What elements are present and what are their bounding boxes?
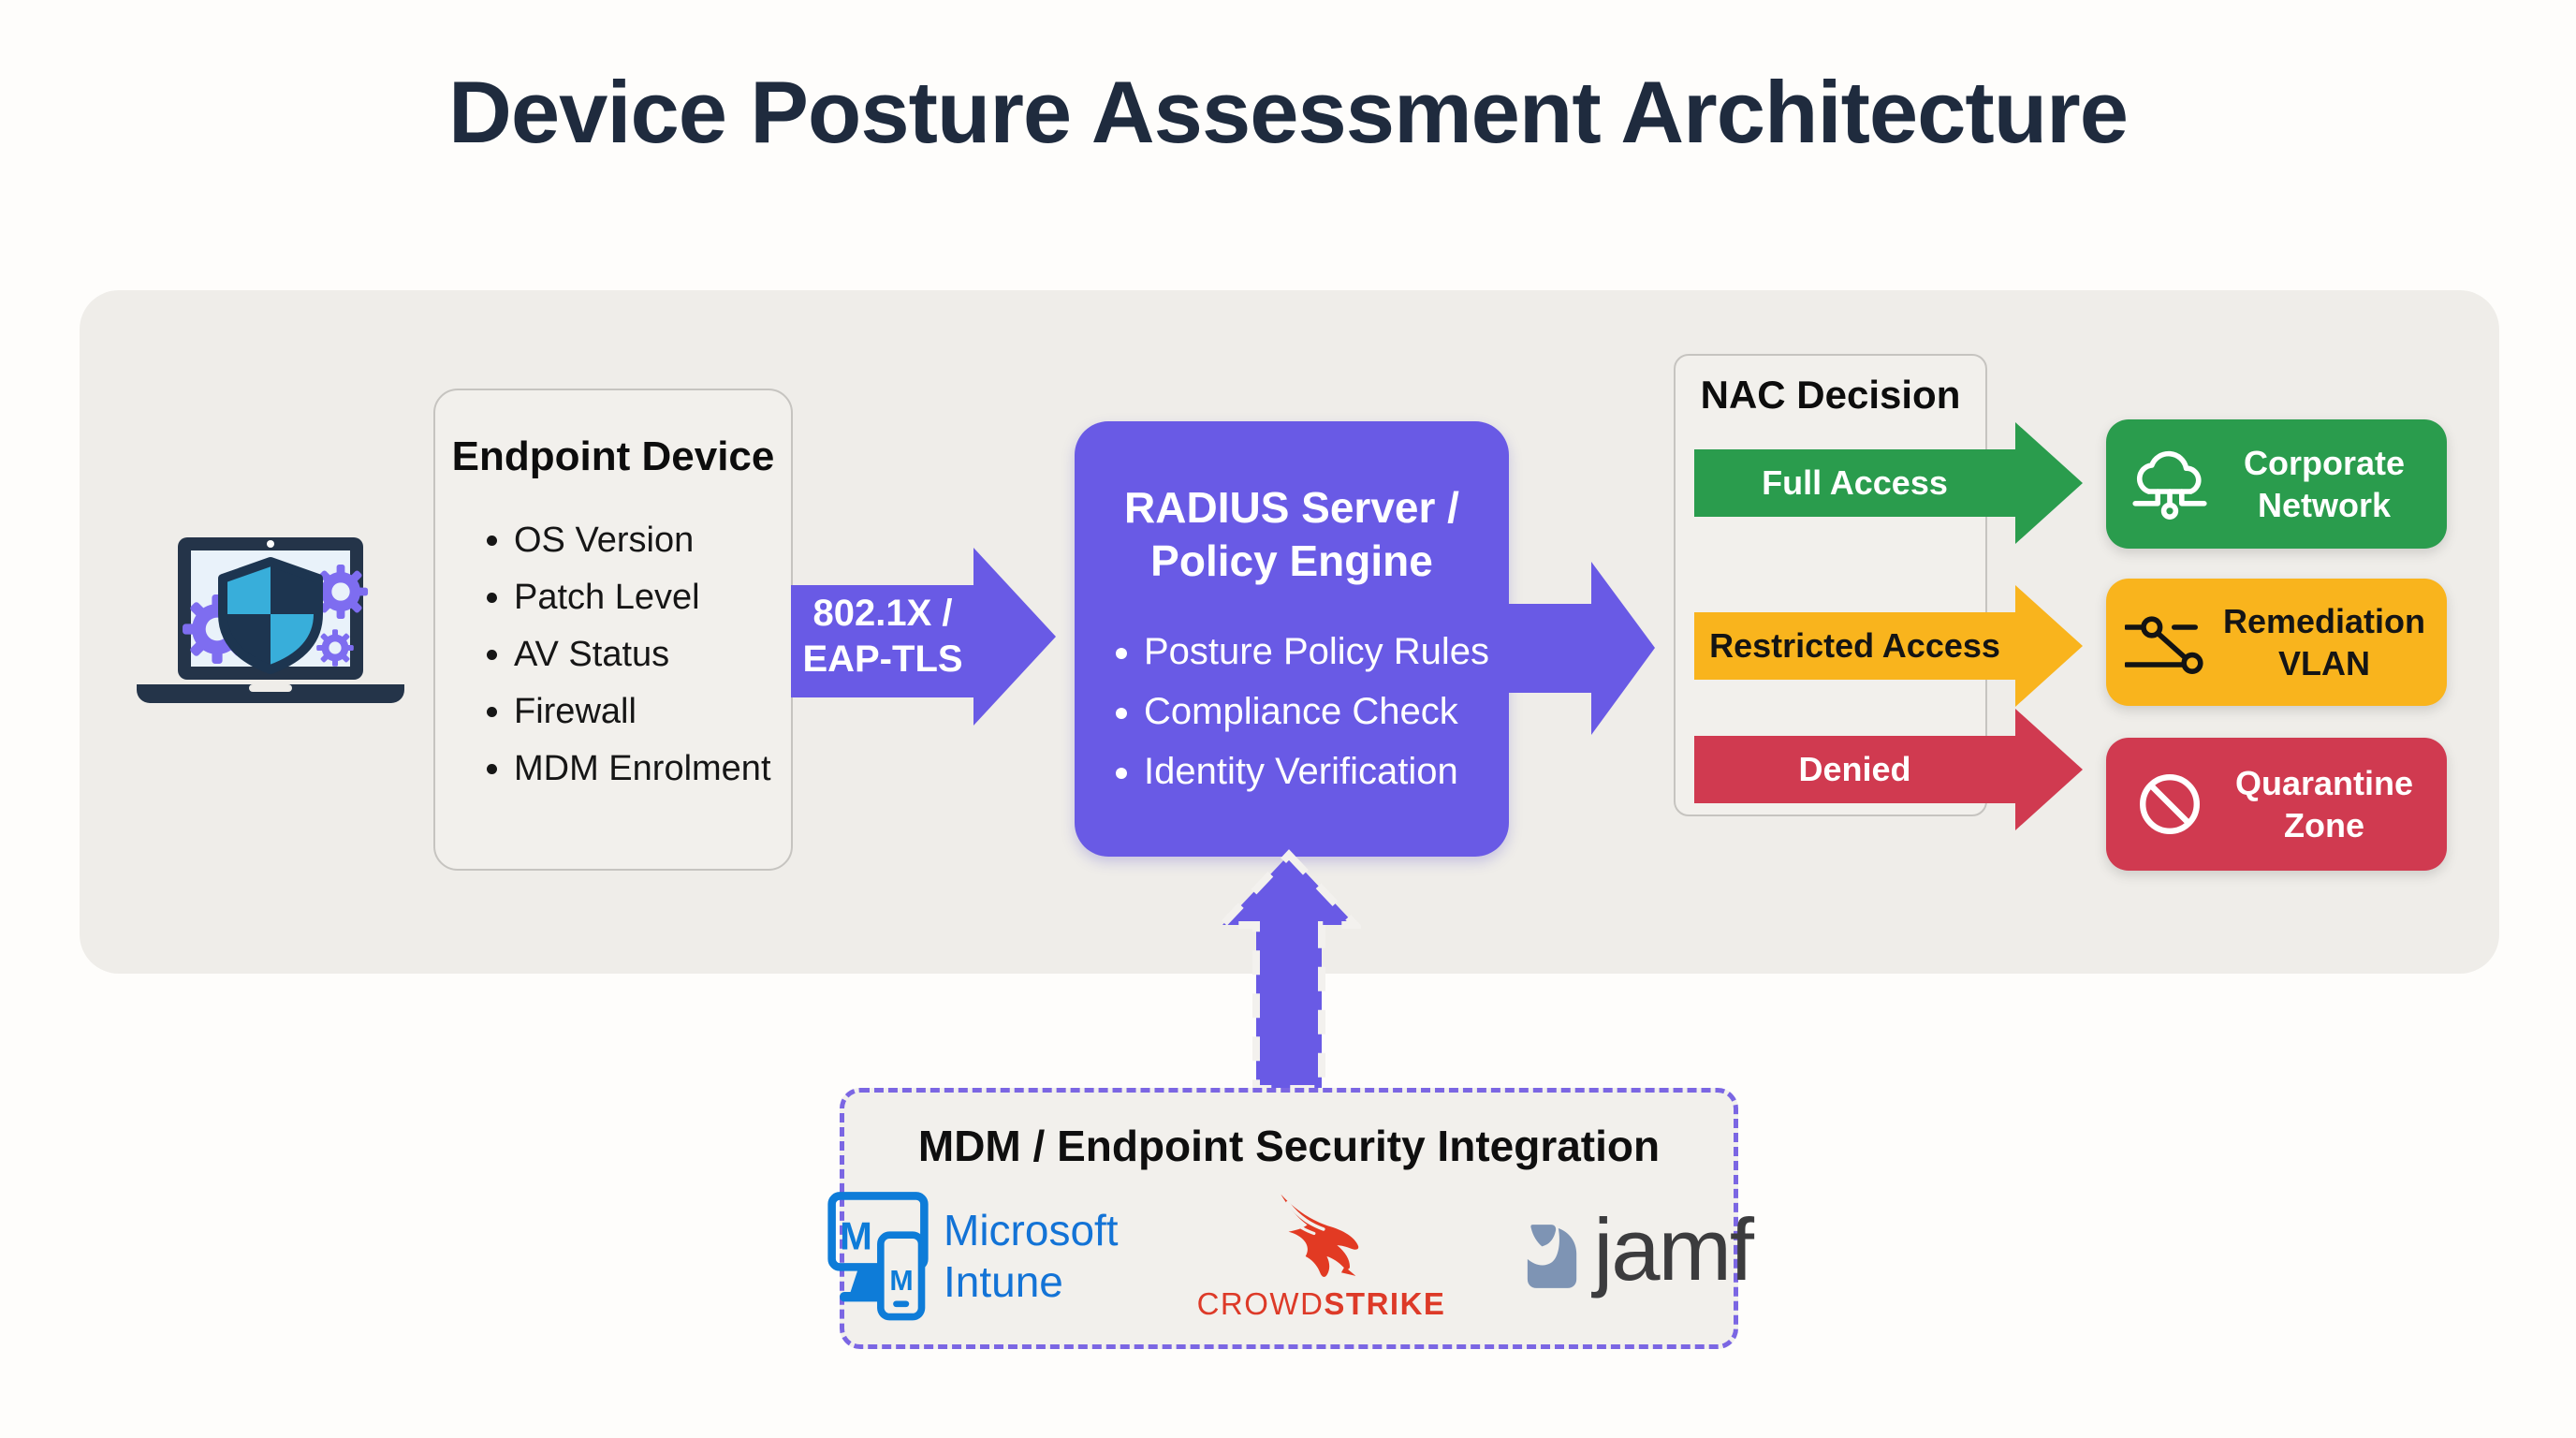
- list-item: OS Version: [514, 512, 791, 569]
- mdm-integration-box: MDM / Endpoint Security Integration M M …: [827, 1088, 1754, 1349]
- auth-flow-arrow: [791, 548, 1056, 726]
- list-item: Patch Level: [514, 569, 791, 626]
- corporate-network-box: Corporate Network: [2106, 419, 2447, 549]
- denied-arrow: [1694, 709, 2083, 830]
- network-switch-icon: [2125, 616, 2203, 674]
- full-access-arrow: [1694, 422, 2083, 544]
- mdm-to-radius-arrow: [1217, 849, 1361, 1093]
- intune-devices-icon: M M: [827, 1192, 929, 1321]
- jamf-wordmark: jamf: [1593, 1200, 1754, 1299]
- crowdstrike-falcon-icon: [1280, 1194, 1358, 1277]
- list-item: Posture Policy Rules: [1144, 622, 1509, 682]
- list-item: Identity Verification: [1144, 741, 1509, 801]
- cloud-network-icon: [2132, 450, 2207, 520]
- svg-text:M: M: [889, 1266, 913, 1297]
- svg-text:M: M: [840, 1213, 872, 1257]
- radius-to-nac-arrow: [1509, 562, 1655, 735]
- endpoint-device-box: Endpoint Device OS Version Patch Level A…: [433, 389, 793, 871]
- quarantine-zone-label: Quarantine Zone: [2234, 764, 2414, 844]
- page-title: Device Posture Assessment Architecture: [447, 63, 2129, 161]
- intune-wordmark: Microsoft Intune: [944, 1206, 1119, 1306]
- jamf-logo: jamf: [1524, 1200, 1754, 1300]
- restricted-access-arrow: [1694, 585, 2083, 707]
- list-item: Firewall: [514, 683, 791, 741]
- radius-policy-engine-box: RADIUS Server / Policy Engine Posture Po…: [1075, 421, 1509, 857]
- crowdstrike-wordmark: CROWDSTRIKE: [1196, 1286, 1446, 1321]
- laptop-shield-icon: [137, 537, 404, 703]
- remediation-vlan-box: Remediation VLAN: [2106, 579, 2447, 706]
- list-item: Compliance Check: [1144, 682, 1509, 741]
- crowdstrike-logo: CROWDSTRIKE: [1197, 1191, 1446, 1322]
- list-item: MDM Enrolment: [514, 741, 791, 798]
- remediation-vlan-label: Remediation VLAN: [2222, 602, 2426, 682]
- nac-decision-title: NAC Decision: [1700, 373, 1961, 417]
- corporate-network-label: Corporate Network: [2243, 444, 2406, 524]
- mdm-integration-title: MDM / Endpoint Security Integration: [917, 1122, 1661, 1170]
- prohibition-icon: [2140, 774, 2200, 834]
- jamf-mark-icon: [1528, 1225, 1577, 1288]
- microsoft-intune-logo: M M Microsoft Intune: [826, 1188, 1119, 1325]
- list-item: AV Status: [514, 626, 791, 683]
- vendor-logo-row: M M Microsoft Intune: [827, 1188, 1754, 1325]
- endpoint-checks-list: OS Version Patch Level AV Status Firewal…: [435, 512, 791, 798]
- radius-functions-list: Posture Policy Rules Compliance Check Id…: [1075, 622, 1509, 801]
- endpoint-device-title: Endpoint Device: [451, 433, 775, 479]
- radius-title: RADIUS Server / Policy Engine: [1124, 483, 1459, 585]
- quarantine-zone-box: Quarantine Zone: [2106, 738, 2447, 871]
